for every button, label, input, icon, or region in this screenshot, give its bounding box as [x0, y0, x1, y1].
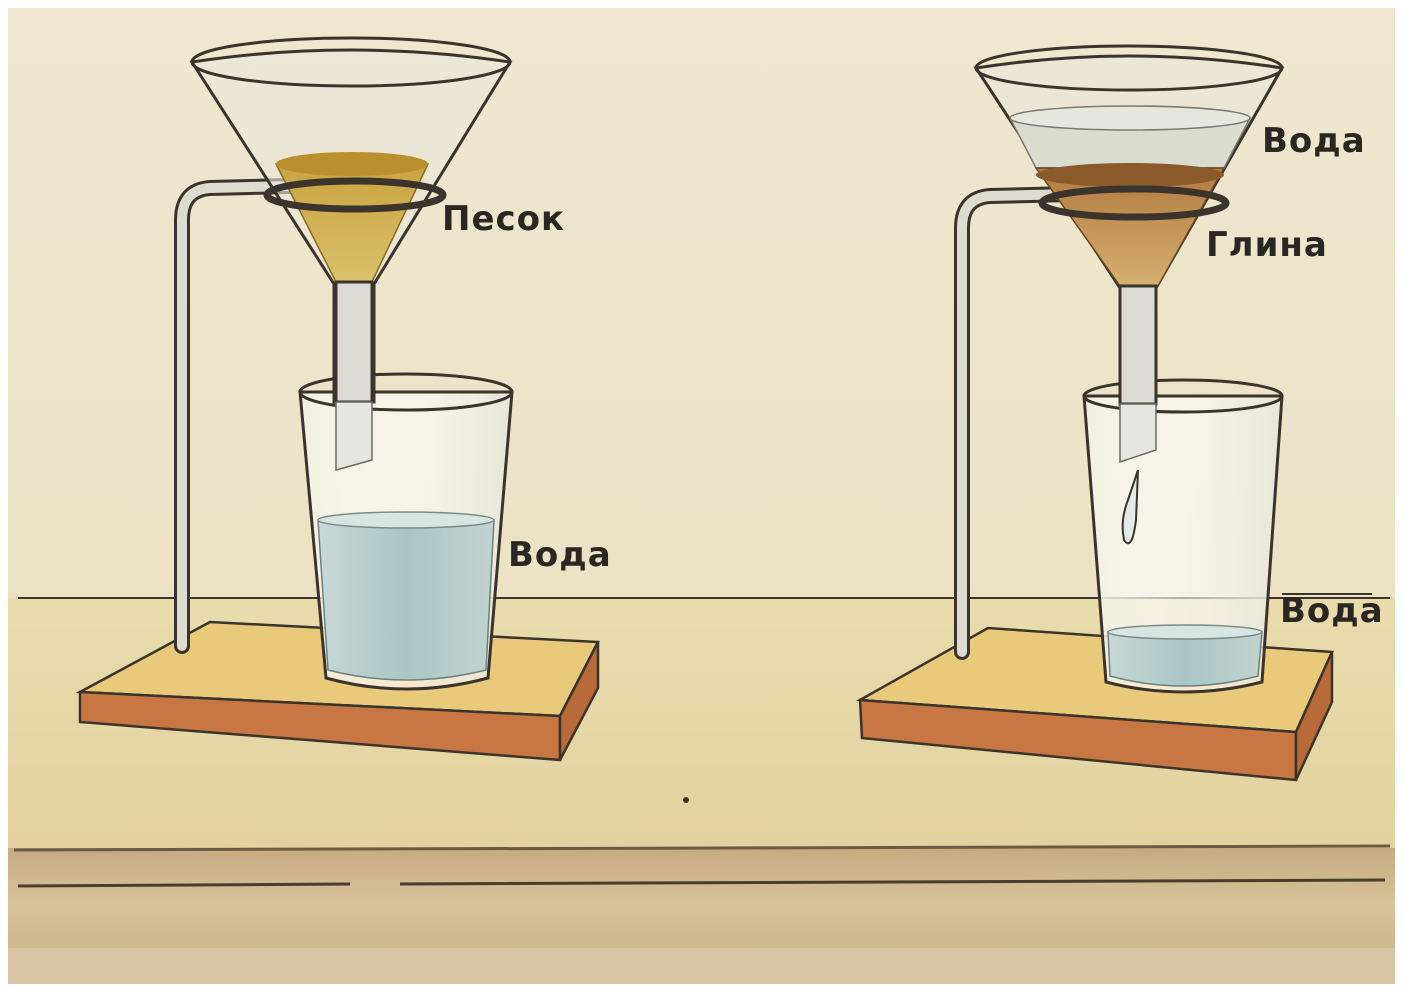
label-clay: Глина	[1206, 225, 1328, 265]
right-funnel-stem	[1120, 286, 1156, 404]
left-funnel-stem	[336, 282, 372, 402]
label-sand: Песок	[442, 199, 565, 239]
table-front-edge	[8, 848, 1395, 960]
label-water-right-beaker: Вода	[1280, 591, 1384, 631]
label-water-right-funnel: Вода	[1262, 121, 1366, 161]
table-bottom-shadow	[8, 948, 1395, 984]
right-beaker-water	[1108, 632, 1262, 686]
left-stem-in-beaker	[336, 402, 372, 470]
label-water-left-beaker: Вода	[508, 535, 612, 575]
table-speck	[683, 797, 689, 803]
left-beaker-water	[318, 520, 494, 680]
